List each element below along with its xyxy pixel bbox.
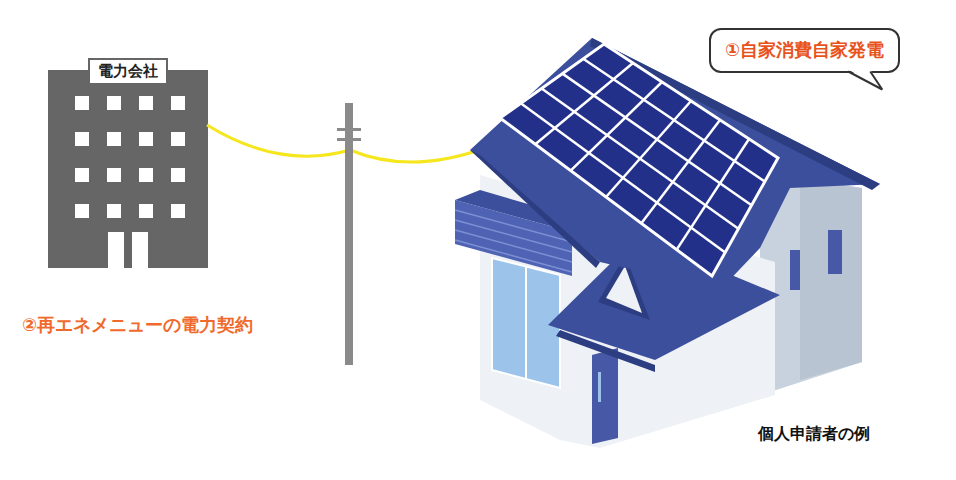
applicant-note: 個人申請者の例 bbox=[758, 424, 870, 445]
building-window bbox=[171, 204, 185, 218]
building-window bbox=[139, 168, 153, 182]
building-window bbox=[107, 204, 121, 218]
building-window bbox=[171, 96, 185, 110]
company-sign: 電力会社 bbox=[88, 58, 168, 85]
building-window bbox=[75, 204, 89, 218]
speech-bubble: ①自家消費自家発電 bbox=[709, 28, 900, 73]
building-window bbox=[75, 96, 89, 110]
front-door bbox=[592, 348, 618, 444]
contract-label: ②再エネメニューの電力契約 bbox=[22, 313, 253, 337]
building-window bbox=[107, 168, 121, 182]
node-text: 電力会社 bbox=[98, 62, 158, 81]
building-window bbox=[171, 132, 185, 146]
building-window bbox=[107, 96, 121, 110]
building-window bbox=[139, 96, 153, 110]
side-window bbox=[790, 250, 800, 290]
pole-crossarm bbox=[337, 128, 361, 131]
building-window bbox=[139, 132, 153, 146]
building-window bbox=[171, 168, 185, 182]
building-window bbox=[75, 132, 89, 146]
front-window bbox=[492, 258, 560, 388]
building-door bbox=[108, 232, 148, 268]
building-body bbox=[48, 70, 208, 268]
solar-panel-array bbox=[500, 44, 778, 276]
side-window bbox=[828, 230, 842, 274]
building-window bbox=[139, 204, 153, 218]
main-roof bbox=[470, 38, 880, 290]
node-text: ①自家消費自家発電 bbox=[725, 39, 884, 62]
building-window bbox=[75, 168, 89, 182]
utility-pole bbox=[345, 103, 353, 365]
building-window bbox=[107, 132, 121, 146]
house-side-wall-shade bbox=[800, 182, 862, 380]
pole-crossarm bbox=[337, 138, 361, 141]
